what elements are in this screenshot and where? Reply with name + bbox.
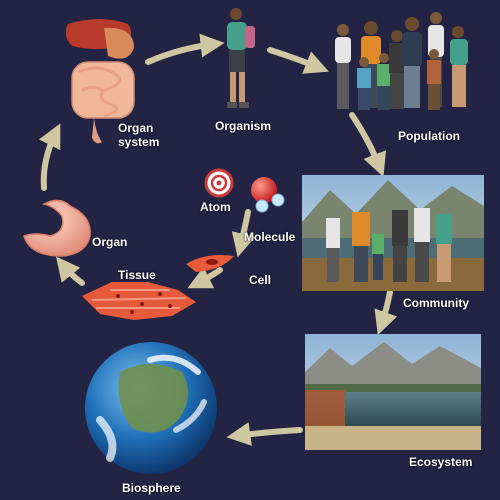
arrow-community-to-ecosystem bbox=[374, 289, 398, 336]
arrow-tissue-to-organ bbox=[56, 256, 85, 286]
label-atom: Atom bbox=[200, 200, 231, 214]
arrow-population-to-community bbox=[349, 112, 387, 177]
molecule-illustration bbox=[251, 177, 285, 213]
arrow-atom-to-molecule bbox=[231, 209, 256, 258]
label-tissue: Tissue bbox=[118, 268, 156, 282]
arrow-organ-system-to-organism bbox=[145, 33, 225, 65]
ecosystem-illustration bbox=[305, 334, 481, 450]
label-organism: Organism bbox=[215, 119, 272, 133]
tissue-illustration bbox=[82, 282, 196, 320]
arrow-molecule-to-cell bbox=[187, 266, 223, 289]
arrows bbox=[38, 33, 398, 446]
arrow-organ-to-organ-system bbox=[38, 123, 61, 191]
label-organ-system: Organ system bbox=[118, 121, 160, 149]
organism-illustration bbox=[227, 8, 255, 108]
organ-illustration bbox=[23, 199, 91, 257]
label-population: Population bbox=[398, 129, 460, 143]
biosphere-illustration bbox=[85, 342, 217, 474]
label-molecule: Molecule bbox=[244, 230, 296, 244]
label-biosphere: Biosphere bbox=[122, 481, 181, 495]
cell-illustration bbox=[186, 255, 234, 272]
arrow-organism-to-population bbox=[267, 47, 329, 74]
label-organ: Organ bbox=[92, 235, 128, 249]
atom-illustration bbox=[204, 168, 234, 198]
arrow-ecosystem-to-biosphere bbox=[226, 422, 303, 446]
population-illustration bbox=[335, 12, 468, 110]
label-community: Community bbox=[403, 296, 469, 310]
organ-system-illustration bbox=[65, 19, 135, 144]
label-ecosystem: Ecosystem bbox=[409, 455, 473, 469]
label-cell: Cell bbox=[249, 273, 272, 287]
community-illustration bbox=[302, 175, 484, 291]
